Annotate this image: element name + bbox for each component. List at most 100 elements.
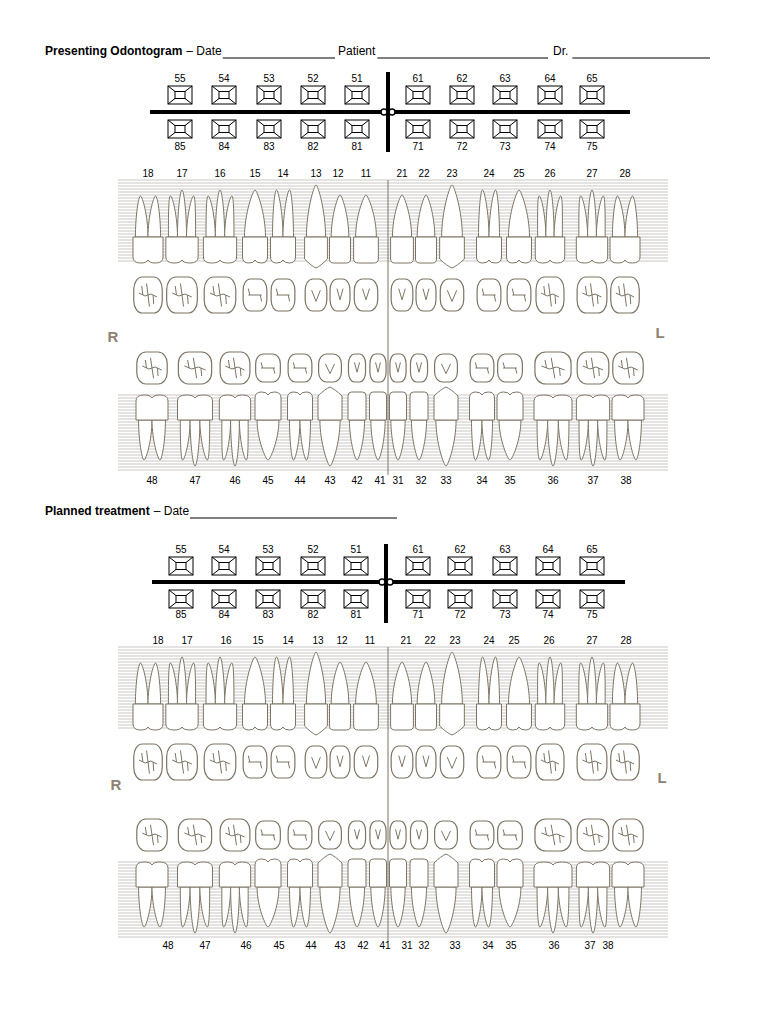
- occlusal-view: [498, 354, 523, 382]
- fissure-line: [583, 825, 603, 845]
- tooth-root: [257, 887, 279, 927]
- tooth-number: 32: [415, 475, 426, 486]
- occlusal-view: [370, 821, 386, 849]
- occlusal-view: [435, 354, 458, 382]
- tooth-root: [598, 420, 607, 460]
- tooth-root: [177, 657, 186, 704]
- tooth-root: [331, 662, 349, 704]
- surface-square: [580, 557, 604, 575]
- surface-square: [580, 557, 604, 575]
- tooth-root: [190, 887, 200, 933]
- tooth-root: [472, 420, 483, 460]
- tooth-number: 52: [307, 544, 318, 555]
- tooth-root: [215, 657, 224, 704]
- gum-band: [118, 452, 668, 453]
- surface-square: [345, 86, 369, 104]
- surface-square: [212, 557, 236, 575]
- center-mark: [389, 109, 395, 115]
- tooth-number: 33: [449, 940, 460, 951]
- tooth-crown: [390, 859, 407, 887]
- tooth-root: [489, 190, 500, 237]
- surface-square: [351, 596, 361, 603]
- tooth-number: 17: [181, 635, 192, 646]
- occlusal-view: [134, 277, 163, 313]
- occlusal-view: [416, 746, 436, 778]
- tooth-root: [538, 663, 546, 704]
- surface-square: [308, 126, 318, 133]
- tooth-root: [371, 420, 385, 460]
- tooth-root: [283, 657, 294, 704]
- surface-square: [493, 120, 517, 138]
- tooth-number: 23: [449, 635, 460, 646]
- tooth-number: 72: [454, 609, 465, 620]
- fissure-line: [503, 829, 517, 840]
- fissure-line: [541, 358, 564, 378]
- tooth-number: 28: [619, 168, 630, 179]
- side-label: R: [111, 777, 122, 794]
- surface-square: [212, 590, 236, 608]
- tooth-number: 21: [400, 635, 411, 646]
- surface-square: [169, 557, 193, 575]
- fissure-line: [541, 283, 559, 306]
- occlusal-view: [577, 744, 607, 780]
- tooth-number: 55: [175, 544, 186, 555]
- surface-square: [212, 86, 236, 104]
- occlusal-view: [577, 277, 607, 313]
- tooth-crown: [166, 704, 198, 730]
- fissure-line: [225, 358, 244, 378]
- surface-square: [257, 120, 281, 138]
- fissure-line: [142, 825, 161, 845]
- tooth-number: 43: [334, 940, 345, 951]
- surface-square: [352, 126, 362, 133]
- surface-square: [450, 120, 474, 138]
- surface-square: [455, 563, 465, 570]
- tooth-crown: [612, 395, 644, 420]
- tooth-number: 61: [412, 544, 423, 555]
- tooth-number: 42: [351, 475, 362, 486]
- tooth-root: [509, 190, 530, 237]
- tooth-root: [499, 887, 521, 927]
- tooth-crown: [166, 237, 198, 263]
- surface-square: [500, 596, 510, 603]
- surface-square: [256, 590, 280, 608]
- gum-band: [118, 665, 668, 666]
- surface-square: [406, 120, 430, 138]
- tooth-number: 62: [454, 544, 465, 555]
- tooth-root: [417, 662, 435, 704]
- tooth-root: [180, 887, 190, 927]
- tooth-number: 48: [162, 940, 173, 951]
- occlusal-view: [390, 354, 406, 382]
- tooth-root: [554, 196, 562, 237]
- tooth-number: 41: [374, 475, 385, 486]
- tooth-number: 74: [544, 141, 555, 152]
- tooth-crown: [410, 859, 428, 887]
- tooth-crown: [318, 387, 342, 420]
- tooth-root: [349, 887, 364, 927]
- fissure-line: [399, 289, 405, 300]
- surface-square: [168, 120, 192, 138]
- surface-square: [264, 126, 274, 133]
- tooth-number: 12: [332, 168, 343, 179]
- surface-square: [301, 86, 325, 104]
- surface-square: [538, 120, 562, 138]
- tooth-number: 25: [508, 635, 519, 646]
- tooth-number: 28: [620, 635, 631, 646]
- occlusal-view: [348, 821, 365, 849]
- tooth-number: 13: [310, 168, 321, 179]
- tooth-number: 21: [396, 168, 407, 179]
- occlusal-view: [137, 819, 167, 851]
- tooth-root: [148, 196, 161, 237]
- surface-square: [493, 557, 517, 575]
- midline-bar: [150, 110, 630, 114]
- surface-square: [308, 563, 318, 570]
- tooth-crown: [178, 862, 213, 887]
- tooth-root: [245, 190, 266, 237]
- tooth-root: [538, 196, 546, 237]
- tooth-root: [177, 190, 186, 237]
- tooth-number: 26: [543, 635, 554, 646]
- tooth-crown: [219, 395, 250, 420]
- tooth-number: 16: [220, 635, 231, 646]
- surface-square: [219, 563, 229, 570]
- gum-band: [118, 650, 668, 651]
- gum-band: [118, 919, 668, 920]
